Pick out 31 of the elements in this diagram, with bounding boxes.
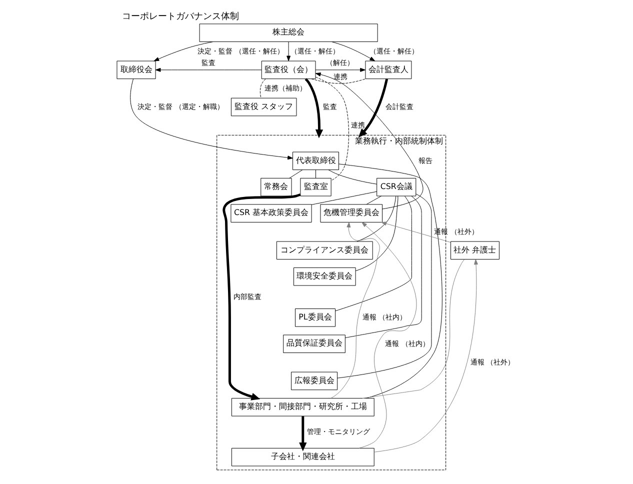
arrow — [374, 259, 478, 452]
connector — [362, 259, 464, 398]
connector — [288, 170, 302, 178]
connector — [354, 196, 398, 272]
arrow — [330, 42, 375, 62]
arrow — [314, 68, 366, 72]
connector — [336, 194, 432, 378]
arrow — [330, 222, 380, 398]
arrow — [286, 42, 290, 62]
arrow — [130, 78, 292, 160]
arrow — [298, 416, 306, 452]
arrow — [358, 222, 416, 448]
arrow — [380, 222, 450, 243]
connector — [356, 196, 396, 242]
connector — [328, 170, 377, 184]
connector — [334, 196, 412, 312]
diagram-title: コーポレートガバナンス体制 — [122, 12, 239, 22]
arrow — [153, 42, 213, 62]
connector — [310, 191, 377, 205]
connector — [366, 196, 381, 205]
connector — [314, 76, 348, 181]
arrow — [304, 78, 323, 138]
connector — [338, 164, 442, 398]
connector — [315, 170, 316, 178]
arrow — [314, 72, 423, 210]
connector — [344, 196, 422, 338]
connector — [310, 78, 366, 84]
arrow — [222, 193, 300, 400]
arrow — [154, 68, 262, 72]
connector — [259, 78, 266, 98]
arrow — [358, 78, 388, 138]
